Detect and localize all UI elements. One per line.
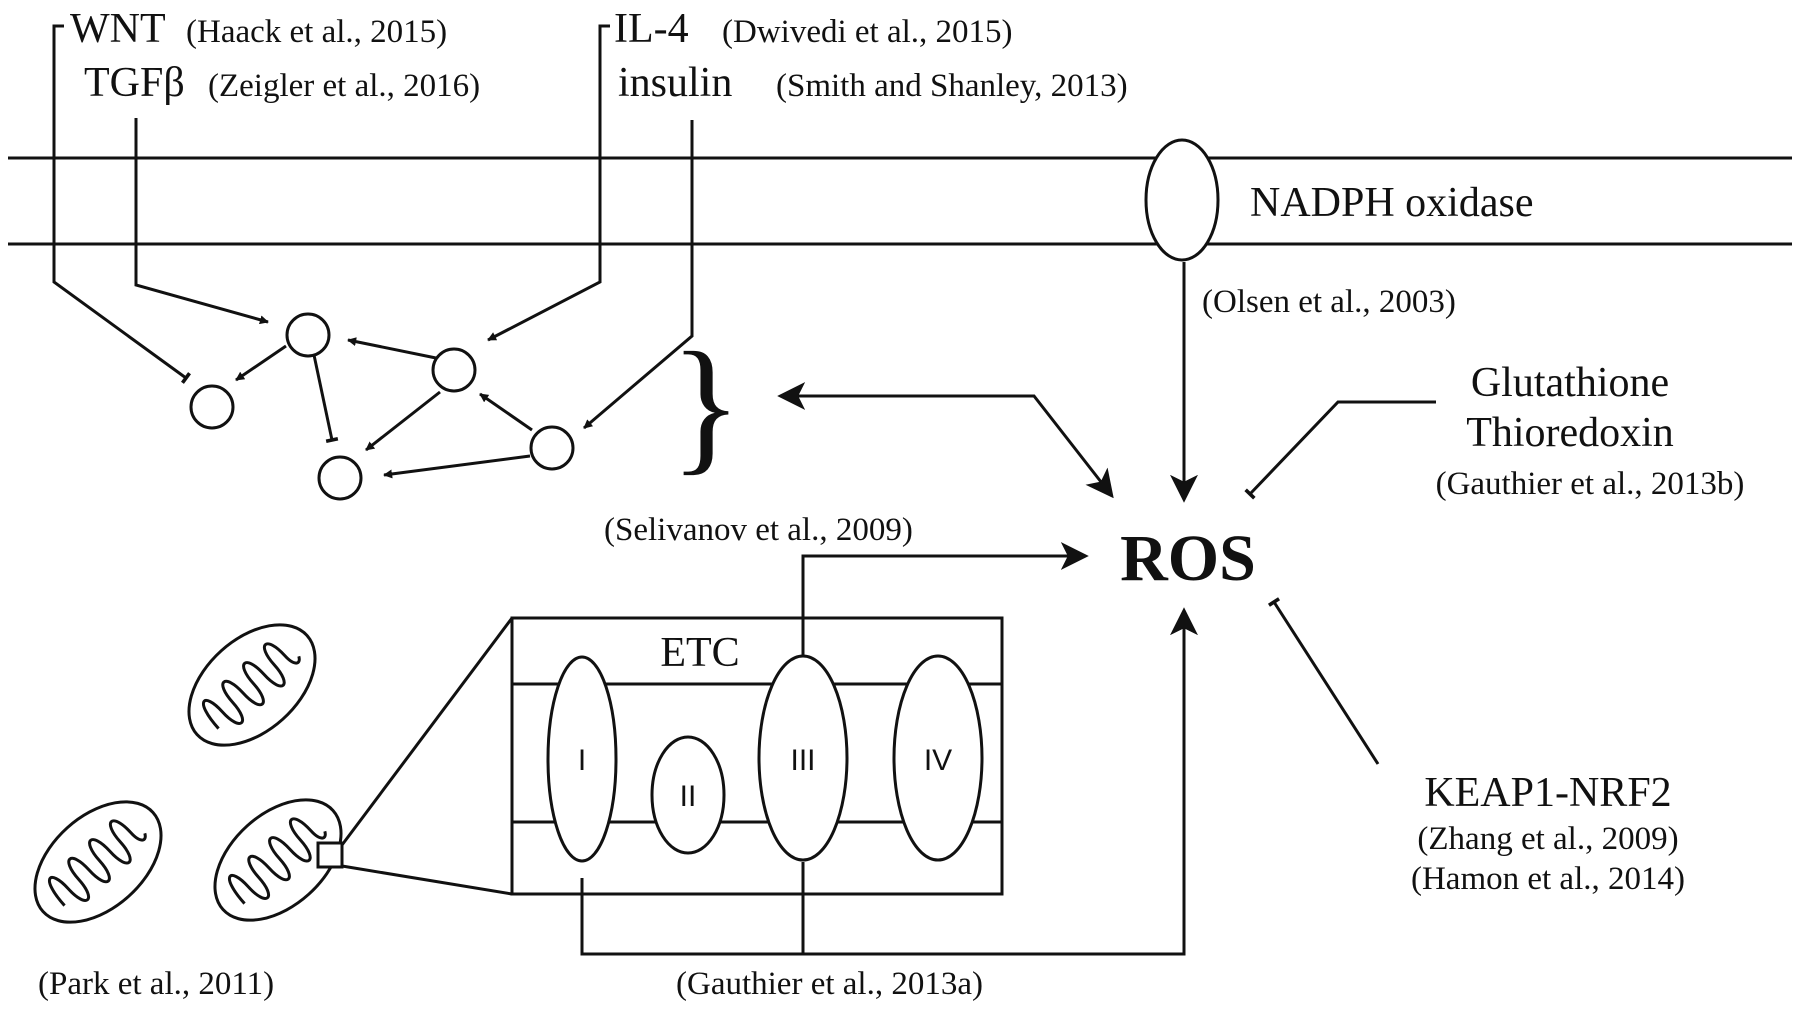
network-node [317, 455, 363, 501]
network-bracket: } [670, 322, 742, 488]
nadph-citation: (Olsen et al., 2003) [1202, 284, 1456, 320]
mitochondria-citation: (Park et al., 2011) [38, 966, 274, 1002]
glutathione-label: Glutathione [1471, 360, 1669, 406]
nadph-oxidase-label: NADPH oxidase [1250, 180, 1533, 226]
mitochondrion [187, 623, 317, 747]
complex-iv-label: IV [924, 744, 952, 777]
wnt-label: WNT [70, 6, 166, 52]
insulin-label: insulin [618, 60, 732, 106]
insulin-arrow-line [583, 120, 694, 430]
nadph-oxidase: NADPH oxidase (Olsen et al., 2003) [1144, 138, 1533, 320]
complex-iii-ros-arrow [801, 542, 1089, 656]
network-node [529, 425, 575, 471]
etc-panel: ETC I II III IV [510, 616, 1004, 896]
wnt-citation: (Haack et al., 2015) [186, 14, 447, 50]
network-node [189, 384, 235, 430]
il4-arrow-line [487, 24, 610, 342]
complex-ii [650, 735, 726, 855]
plasma-membrane [8, 156, 1792, 246]
wnt-inhibit-line [52, 24, 191, 384]
insulin-citation: (Smith and Shanley, 2013) [776, 68, 1128, 104]
complex-i [546, 655, 618, 863]
tgfb-citation: (Zeigler et al., 2016) [208, 68, 480, 104]
complex-iv [892, 654, 984, 862]
antioxidants-group: Glutathione Thioredoxin (Gauthier et al.… [1436, 360, 1745, 502]
tgfb-label: TGFβ [84, 60, 185, 106]
keap-citation-2: (Hamon et al., 2014) [1411, 861, 1685, 897]
gauthier-2013a-citation: (Gauthier et al., 2013a) [676, 966, 983, 1002]
il4-citation: (Dwivedi et al., 2015) [722, 14, 1013, 50]
keap-inhibit-line [1267, 597, 1380, 765]
mitochondria-group: (Park et al., 2011) [33, 623, 344, 1002]
etc-label: ETC [660, 630, 739, 676]
mitochondrion [33, 800, 163, 924]
network-node [431, 347, 477, 393]
complex-ii-label: II [680, 780, 697, 813]
ligand-tgfb: TGFβ (Zeigler et al., 2016) [84, 60, 480, 106]
selivanov-citation: (Selivanov et al., 2009) [604, 512, 913, 548]
keap-citation-1: (Zhang et al., 2009) [1417, 821, 1678, 857]
tgfb-arrow-line [134, 118, 269, 325]
signaling-network-edges [235, 337, 533, 479]
mitochondrion [213, 798, 343, 922]
signaling-network-nodes [189, 312, 575, 501]
ligand-il4: IL-4 (Dwivedi et al., 2015) [614, 6, 1013, 52]
il4-label: IL-4 [614, 6, 689, 52]
network-node [285, 312, 331, 358]
network-ros-double-arrow [777, 382, 1114, 499]
zoom-region [316, 841, 344, 869]
ligand-insulin: insulin (Smith and Shanley, 2013) [618, 60, 1128, 106]
antioxidants-inhibit-line [1244, 400, 1436, 500]
keap1-nrf2-group: KEAP1-NRF2 (Zhang et al., 2009) (Hamon e… [1411, 770, 1685, 897]
etc-bottom-ros-arrow [580, 607, 1198, 956]
complex-iii-label: III [790, 744, 815, 777]
zoom-line-bottom [341, 864, 513, 896]
thioredoxin-label: Thioredoxin [1466, 410, 1674, 456]
ligand-wnt: WNT (Haack et al., 2015) [70, 6, 447, 52]
antioxidants-citation: (Gauthier et al., 2013b) [1436, 466, 1745, 502]
nadph-oxidase-channel [1144, 138, 1220, 262]
keap1-nrf2-label: KEAP1-NRF2 [1424, 770, 1671, 816]
ros-label: ROS [1120, 522, 1256, 595]
complex-i-label: I [578, 744, 586, 777]
zoom-line-top [340, 617, 514, 846]
